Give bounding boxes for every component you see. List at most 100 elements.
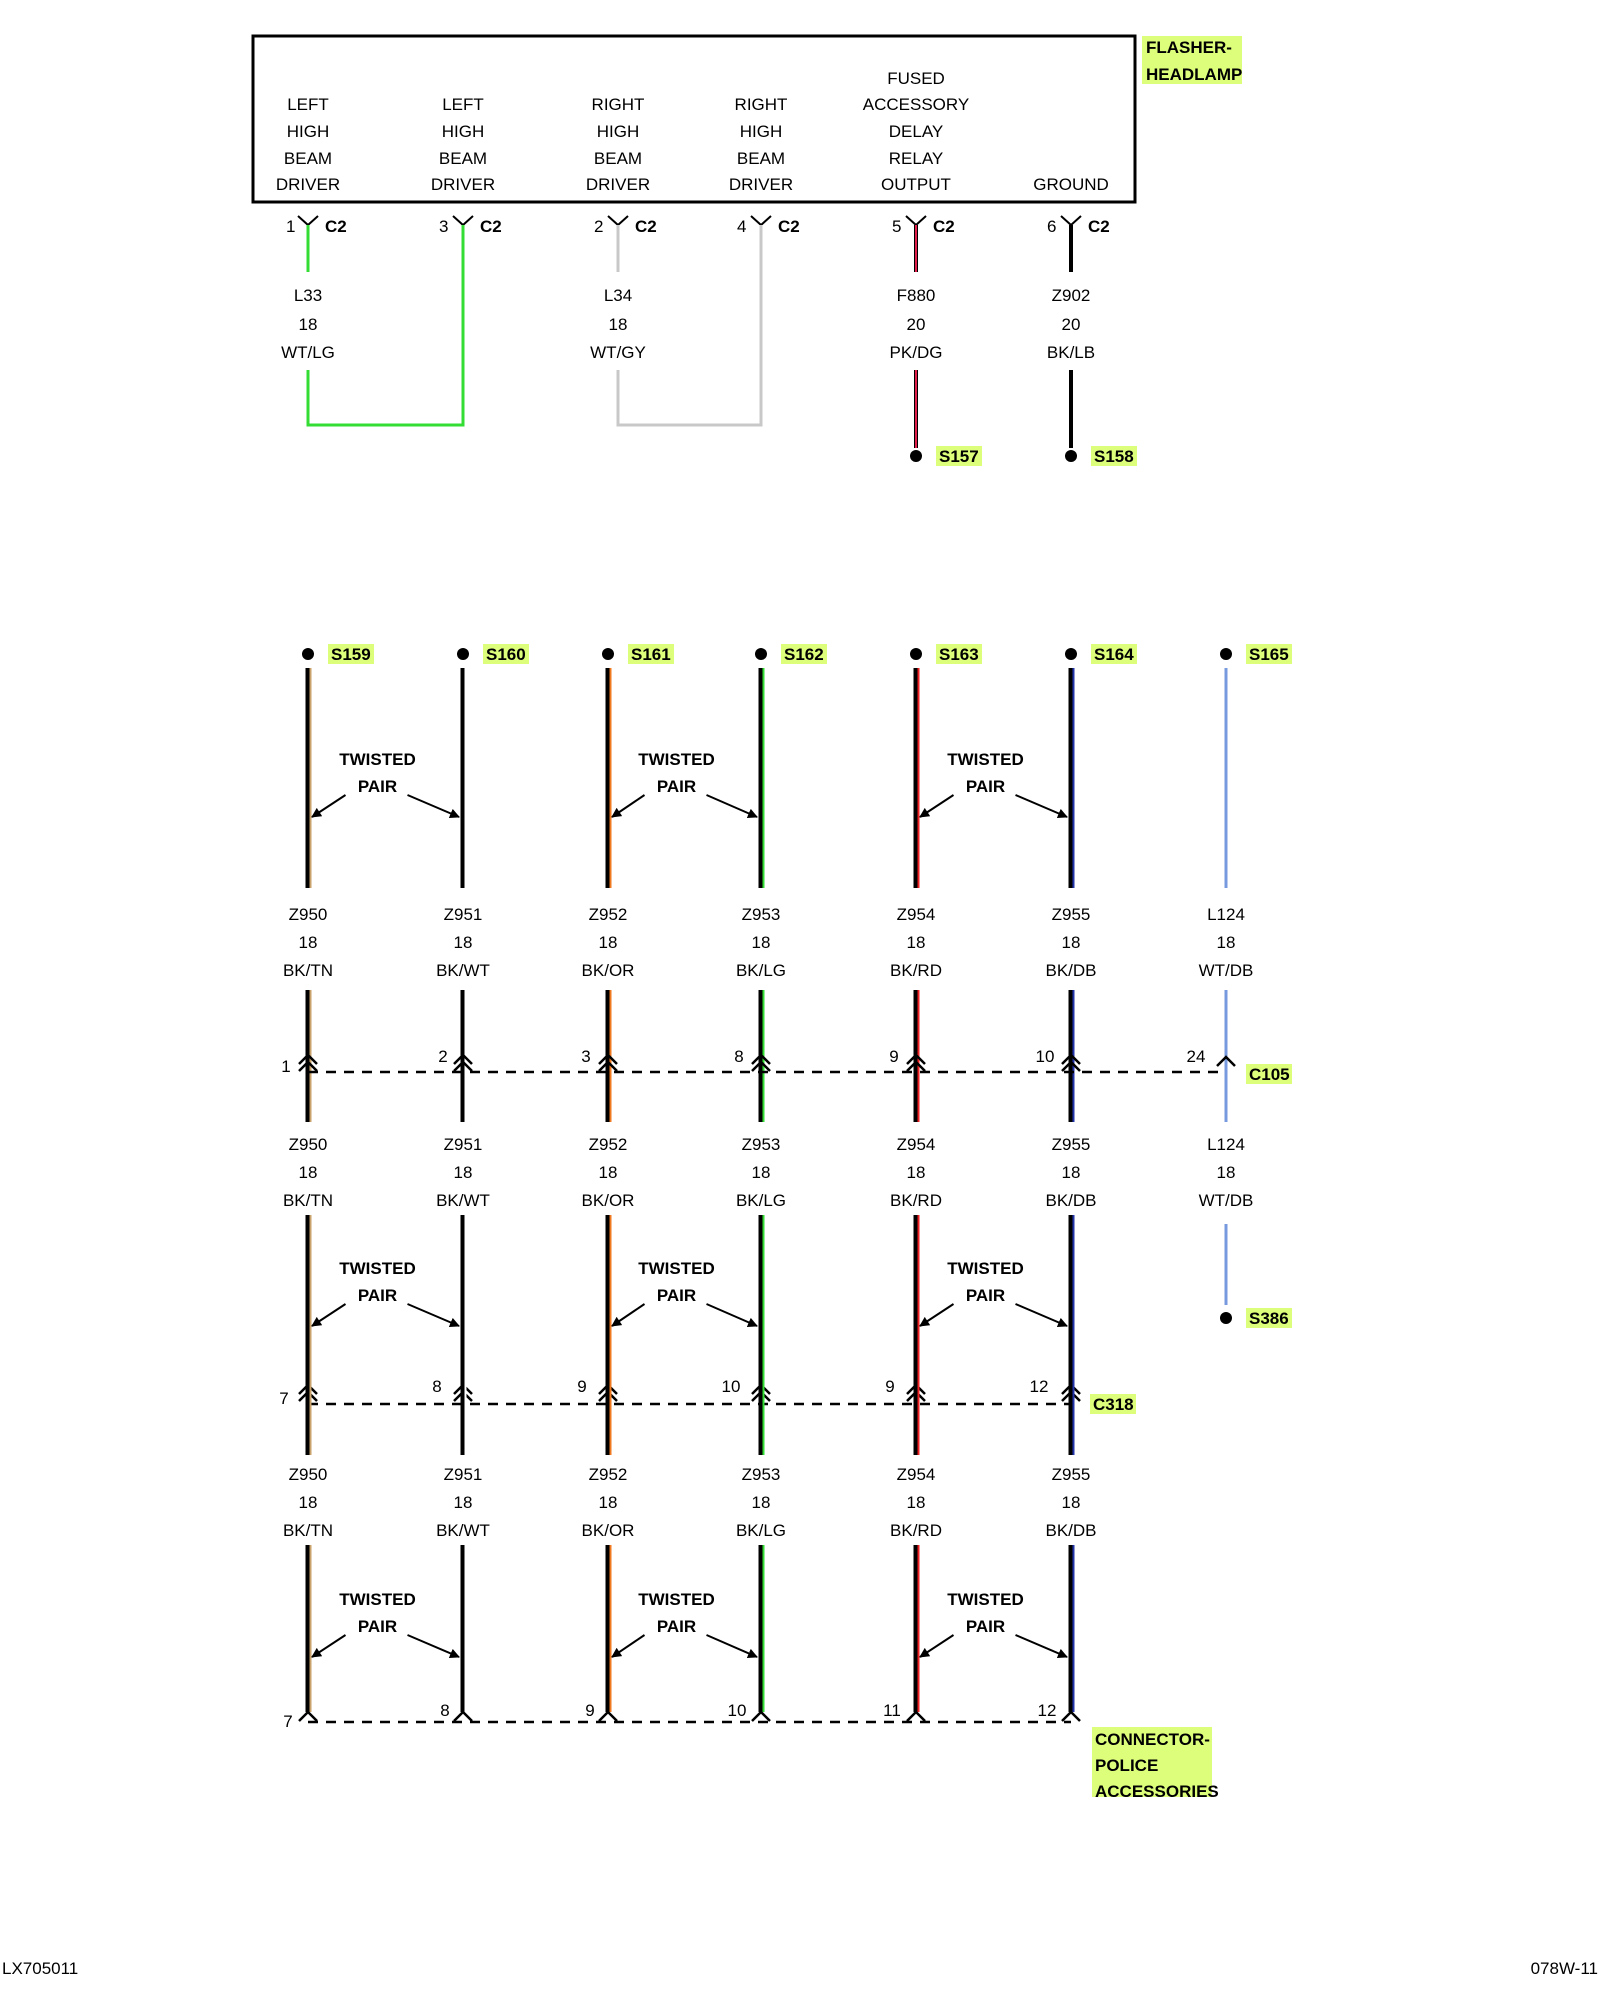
twisted-pair-arrow: [611, 1303, 646, 1327]
splice-s165: S165: [1249, 645, 1289, 664]
twisted-pair-arrow: [706, 1634, 758, 1658]
wire-label-z950-circuit: Z950: [289, 1135, 328, 1154]
wire-label-z952-circuit: Z952: [589, 1135, 628, 1154]
svg-text:C2: C2: [933, 217, 955, 236]
twisted-pair-arrow: [1015, 794, 1068, 819]
svg-text:C2: C2: [325, 217, 347, 236]
connector-terminal: [453, 1053, 473, 1065]
pin-label-fused-accessory: FUSED ACCESSORY DELAY RELAY OUTPUT: [863, 69, 969, 194]
splice-dot: [457, 648, 469, 660]
twisted-pair-label: TWISTED: [947, 1259, 1024, 1278]
connector-terminal: [298, 1060, 318, 1072]
wire-label-z955-gauge: 18: [1062, 933, 1081, 952]
wire-l34-loop: [616, 225, 763, 427]
wire-label-l124-circuit: L124: [1207, 905, 1245, 924]
wire-label-z902: Z902 20 BK/LB: [1047, 286, 1095, 362]
wire-label-z951-gauge: 18: [454, 1493, 473, 1512]
footer-left-code: LX705011: [2, 1959, 78, 1978]
wire-label-z955-circuit: Z955: [1052, 1465, 1091, 1484]
wire-label-z953-gauge: 18: [752, 1163, 771, 1182]
wire-label-z953-circuit: Z953: [742, 905, 781, 924]
wire-label-z954-circuit: Z954: [897, 1465, 936, 1484]
c105-pin-number: 3: [581, 1047, 590, 1066]
wire-label-z950-gauge: 18: [299, 1163, 318, 1182]
wire-label-z950-gauge: 18: [299, 933, 318, 952]
wire-label-z951-circuit: Z951: [444, 905, 483, 924]
twisted-pair-label: TWISTED: [947, 750, 1024, 769]
svg-text:3: 3: [439, 217, 448, 236]
splice-s160: S160: [486, 645, 526, 664]
police-pin-number: 7: [283, 1712, 292, 1731]
twisted-pair-label: TWISTED: [339, 1259, 416, 1278]
police-pin-number: 12: [1038, 1701, 1057, 1720]
c2-pin-1: 1 C2: [286, 215, 347, 236]
wire-label-z952-gauge: 18: [599, 1493, 618, 1512]
svg-text:DRIVER: DRIVER: [431, 175, 495, 194]
twisted-pair-arrow: [311, 794, 347, 818]
flasher-headlamp-label: FLASHER- HEADLAMP: [1142, 36, 1242, 84]
twisted-pair-arrow: [1015, 1634, 1068, 1659]
twisted-pair-arrow: [919, 794, 955, 818]
wire-label-z951-color: BK/WT: [436, 1521, 490, 1540]
c318-pin-number: 12: [1030, 1377, 1049, 1396]
svg-text:FUSED: FUSED: [887, 69, 945, 88]
wire-label-l34: L34 18 WT/GY: [590, 286, 646, 362]
svg-text:L33: L33: [294, 286, 322, 305]
connector-c105: C105: [1249, 1065, 1290, 1084]
wire-label-z953-color: BK/LG: [736, 961, 786, 980]
svg-text:POLICE: POLICE: [1095, 1756, 1158, 1775]
splice-dot: [1220, 1312, 1232, 1324]
connector-terminal: [453, 1710, 473, 1722]
svg-text:WT/GY: WT/GY: [590, 343, 646, 362]
wire-label-z955-gauge: 18: [1062, 1493, 1081, 1512]
connector-terminal: [298, 1053, 318, 1065]
twisted-pair-arrow: [407, 1634, 460, 1659]
splice-s164: S164: [1094, 645, 1134, 664]
pin-label-right-high-beam-4: RIGHT HIGH BEAM DRIVER: [729, 95, 793, 194]
svg-text:Z902: Z902: [1052, 286, 1091, 305]
splice-dot: [1065, 648, 1077, 660]
svg-text:20: 20: [1062, 315, 1081, 334]
c318-pin-number: 9: [885, 1377, 894, 1396]
police-pin-number: 9: [585, 1701, 594, 1720]
connector-terminal: [1061, 1060, 1081, 1072]
svg-text:S157: S157: [939, 447, 979, 466]
wire-label-z952-circuit: Z952: [589, 1465, 628, 1484]
svg-text:LEFT: LEFT: [442, 95, 484, 114]
splice-s162-highlight: [781, 644, 827, 664]
c105-pin-number: 2: [438, 1047, 447, 1066]
twisted-pair-arrow: [311, 1634, 347, 1658]
connector-terminal: [906, 1710, 926, 1722]
connector-terminal: [598, 1710, 618, 1722]
connector-c318-highlight: [1090, 1394, 1136, 1414]
connector-terminal: [751, 1053, 771, 1065]
c105-pin-number: 24: [1187, 1047, 1206, 1066]
svg-text:ACCESSORIES: ACCESSORIES: [1095, 1782, 1219, 1801]
svg-text:L34: L34: [604, 286, 632, 305]
wire-label-z955-circuit: Z955: [1052, 905, 1091, 924]
connector-terminal: [1061, 1053, 1081, 1065]
svg-text:GROUND: GROUND: [1033, 175, 1109, 194]
wire-label-z954-gauge: 18: [907, 1163, 926, 1182]
c105-pin-number: 10: [1036, 1047, 1055, 1066]
svg-text:18: 18: [299, 315, 318, 334]
splice-s164-highlight: [1091, 644, 1137, 664]
twisted-pair-label: PAIR: [966, 1617, 1005, 1636]
connector-c105-highlight: [1246, 1064, 1292, 1084]
svg-text:HIGH: HIGH: [597, 122, 640, 141]
svg-text:6: 6: [1047, 217, 1056, 236]
twisted-pair-label: TWISTED: [638, 1259, 715, 1278]
wire-label-z955-color: BK/DB: [1045, 1521, 1096, 1540]
splice-s386-highlight: [1246, 1308, 1292, 1328]
svg-text:RELAY: RELAY: [889, 149, 944, 168]
wire-label-f880: F880 20 PK/DG: [890, 286, 943, 362]
wire-label-z953-circuit: Z953: [742, 1135, 781, 1154]
svg-text:BEAM: BEAM: [439, 149, 487, 168]
flasher-headlamp-box: [251, 34, 1137, 204]
police-pin-number: 11: [883, 1701, 901, 1720]
wire-label-z951-circuit: Z951: [444, 1135, 483, 1154]
svg-text:ACCESSORY: ACCESSORY: [863, 95, 969, 114]
splice-dot: [1220, 648, 1232, 660]
